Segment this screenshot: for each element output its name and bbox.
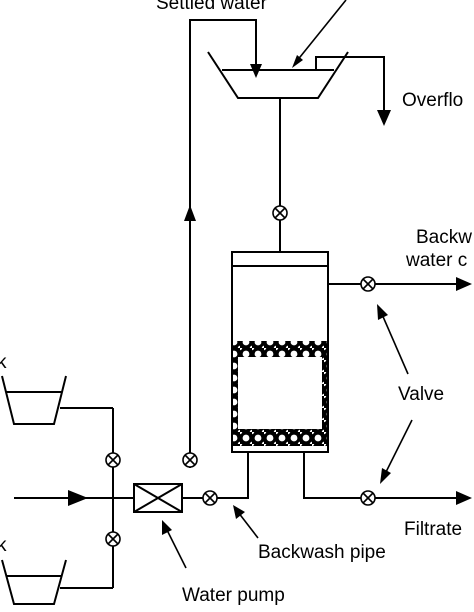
valve-pointer-lower	[383, 419, 413, 477]
backwash-pipe-pointer	[237, 511, 259, 539]
settled-water-label: Settled water	[156, 0, 268, 14]
water-pump-pointer-head	[162, 520, 172, 535]
valve-backwash-pipe[interactable]	[202, 490, 218, 506]
water-pump	[133, 483, 183, 513]
filter-media-left	[233, 357, 238, 429]
overflow-label: Overflo	[402, 90, 463, 111]
overflow-tank	[207, 51, 349, 99]
filtrate-arrow	[456, 491, 472, 505]
valve-backwash-out[interactable]	[360, 276, 376, 292]
overflow-line	[315, 56, 385, 110]
backwash-pipe-label: Backwash pipe	[258, 542, 386, 563]
backwash-out-label-2: water c	[405, 250, 467, 271]
valve-tank-feed[interactable]	[272, 205, 288, 221]
tank-upper-label: k	[0, 352, 7, 373]
valve-upper-manifold[interactable]	[105, 452, 121, 468]
lower-tank	[1, 559, 113, 605]
water-pump-label: Water pump	[182, 585, 285, 606]
backwash-pipe-pointer-head	[233, 505, 245, 519]
inlet-arrow	[68, 490, 88, 506]
filter-media-bottom	[233, 429, 327, 446]
overflow-arrow	[377, 110, 391, 126]
backwash-out-label-1: Backw	[416, 227, 472, 248]
filtrate-label: Filtrate	[404, 519, 462, 540]
valve-riser[interactable]	[182, 452, 198, 468]
filter-media-right	[322, 357, 327, 429]
settled-water-pointer	[295, 0, 347, 63]
riser-arrow	[184, 205, 196, 221]
settled-water-pointer-head	[292, 55, 303, 68]
filtrate-line	[303, 452, 458, 499]
water-pump-pointer	[165, 527, 187, 569]
valve-pointer-upper	[380, 311, 409, 375]
valve-filtrate[interactable]	[360, 490, 376, 506]
filter-media-top	[233, 341, 327, 357]
settled-water-line	[189, 19, 257, 468]
valve-pointer-lower-head	[380, 468, 391, 484]
upper-tank	[1, 375, 113, 425]
settled-water-arrow	[250, 64, 262, 78]
backwash-out-arrow	[456, 277, 472, 291]
valve-label: Valve	[398, 384, 444, 405]
valve-pointer-upper-head	[377, 304, 388, 320]
valve-lower-manifold[interactable]	[105, 531, 121, 547]
tank-lower-label: k	[0, 535, 7, 556]
